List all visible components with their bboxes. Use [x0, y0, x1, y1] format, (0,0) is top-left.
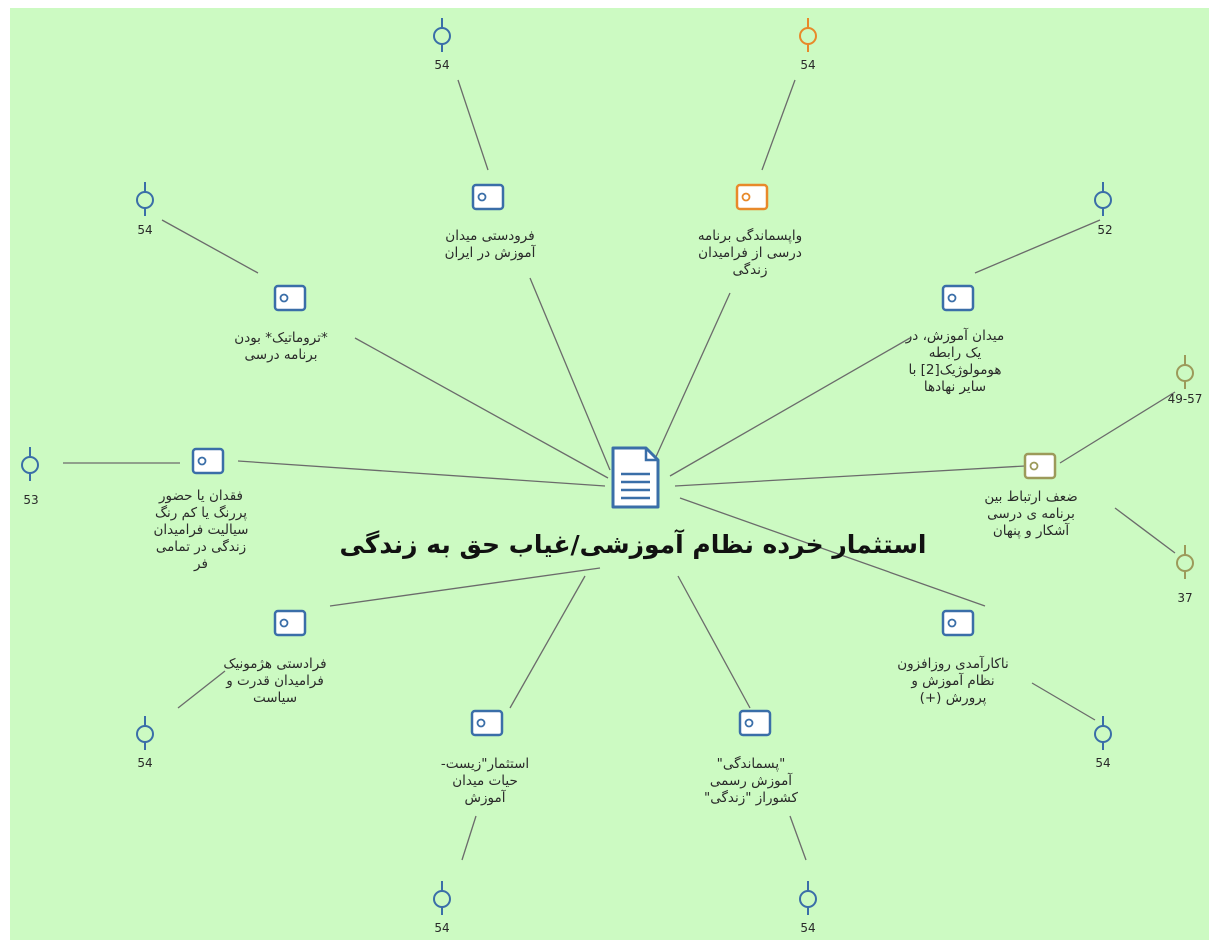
quotation-marker-icon[interactable]: [433, 27, 451, 45]
connector-line: [679, 497, 986, 607]
connector-line: [529, 277, 611, 471]
quotation-marker-icon[interactable]: [1176, 554, 1194, 572]
connector-line: [677, 575, 751, 709]
code-tag-icon[interactable]: [191, 447, 225, 475]
tag-hole-icon: [741, 192, 751, 202]
ref-number: 37: [1177, 591, 1193, 605]
code-label-8[interactable]: استثمار"زیست- حیات میدان آموزش: [440, 756, 530, 806]
tag-hole-icon: [947, 293, 957, 303]
connector-line: [461, 815, 477, 861]
connector-line: [669, 337, 911, 477]
ref-number: 54: [434, 58, 450, 72]
tag-hole-icon: [279, 618, 289, 628]
code-tag-icon[interactable]: [273, 609, 307, 637]
quotation-marker-icon[interactable]: [1094, 191, 1112, 209]
code-tag-icon[interactable]: [941, 609, 975, 637]
document-outline: [611, 446, 660, 509]
network-graph: [21, 18, 1194, 915]
connector-line: [674, 465, 1026, 487]
code-label-1[interactable]: واپسماندگی برنامه درسی از فرامیدان زندگی: [697, 228, 803, 278]
ref-number: 54: [434, 921, 450, 935]
code-label-2[interactable]: *تروماتیک* بودن برنامه درسی: [234, 330, 328, 363]
quotation-marker-icon[interactable]: [136, 725, 154, 743]
quotation-marker-icon[interactable]: [1094, 725, 1112, 743]
code-tag-icon[interactable]: [273, 284, 307, 312]
network-canvas: استثمار خرده نظام آموزشی/غیاب حق به زندگ…: [10, 8, 1209, 940]
quotation-marker-icon[interactable]: [433, 890, 451, 908]
document-icon[interactable]: [611, 446, 660, 509]
code-label-7[interactable]: ناکارآمدی روزافزون نظام آموزش و پرورش (+…: [897, 656, 1009, 706]
code-label-6[interactable]: فرادستی هژمونیک فرامیدان قدرت و سیاست: [223, 656, 327, 706]
code-tag-icon[interactable]: [470, 709, 504, 737]
code-tag-icon[interactable]: [941, 284, 975, 312]
code-label-4[interactable]: فقدان یا حضور پررنگ یا کم رنگ سیالیت فرا…: [153, 488, 249, 572]
connector-line: [1031, 682, 1096, 721]
ref-number: 49-57: [1167, 392, 1203, 406]
connector-line: [974, 219, 1101, 274]
quotation-marker-icon[interactable]: [21, 456, 39, 474]
connector-line: [177, 670, 226, 709]
ref-number: 54: [1095, 756, 1111, 770]
tag-hole-icon: [197, 456, 207, 466]
code-tag-icon[interactable]: [735, 183, 769, 211]
connector-line: [329, 567, 601, 607]
connector-line: [1059, 391, 1176, 464]
ref-number: 54: [800, 921, 816, 935]
code-label-9[interactable]: "پسماندگی" آموزش رسمی کشوراز "زندگی": [704, 756, 798, 806]
quotation-marker-icon[interactable]: [799, 890, 817, 908]
code-tag-icon[interactable]: [738, 709, 772, 737]
center-title[interactable]: استثمار خرده نظام آموزشی/غیاب حق به زندگ…: [339, 530, 927, 559]
ref-number: 54: [800, 58, 816, 72]
connector-line: [237, 460, 606, 487]
quotation-marker-icon[interactable]: [136, 191, 154, 209]
ref-number: 54: [137, 756, 153, 770]
tag-hole-icon: [279, 293, 289, 303]
ref-number: 54: [137, 223, 153, 237]
code-tag-icon[interactable]: [471, 183, 505, 211]
ref-number: 52: [1097, 223, 1113, 237]
connector-line: [761, 79, 796, 171]
connector-line: [354, 337, 609, 479]
ref-number: 53: [23, 493, 39, 507]
tag-hole-icon: [947, 618, 957, 628]
document-fold: [644, 448, 658, 462]
connector-line: [457, 79, 489, 171]
code-label-0[interactable]: فرودستی میدان آموزش در ایران: [444, 228, 536, 261]
tag-hole-icon: [477, 192, 487, 202]
connector-line: [161, 219, 259, 274]
quotation-marker-icon[interactable]: [1176, 364, 1194, 382]
connector-line: [789, 815, 807, 861]
tag-hole-icon: [476, 718, 486, 728]
tag-hole-icon: [744, 718, 754, 728]
connector-line: [649, 292, 731, 471]
code-label-3[interactable]: میدان آموزش، در یک رابطه هومولوژیک[2] با…: [905, 328, 1005, 395]
connector-line: [1114, 507, 1176, 554]
connector-line: [509, 575, 586, 709]
code-tag-icon[interactable]: [1023, 452, 1057, 480]
tag-hole-icon: [1029, 461, 1039, 471]
code-label-5[interactable]: ضعف ارتباط بین برنامه ی درسی آشکار و پنه…: [984, 489, 1078, 539]
quotation-marker-icon[interactable]: [799, 27, 817, 45]
